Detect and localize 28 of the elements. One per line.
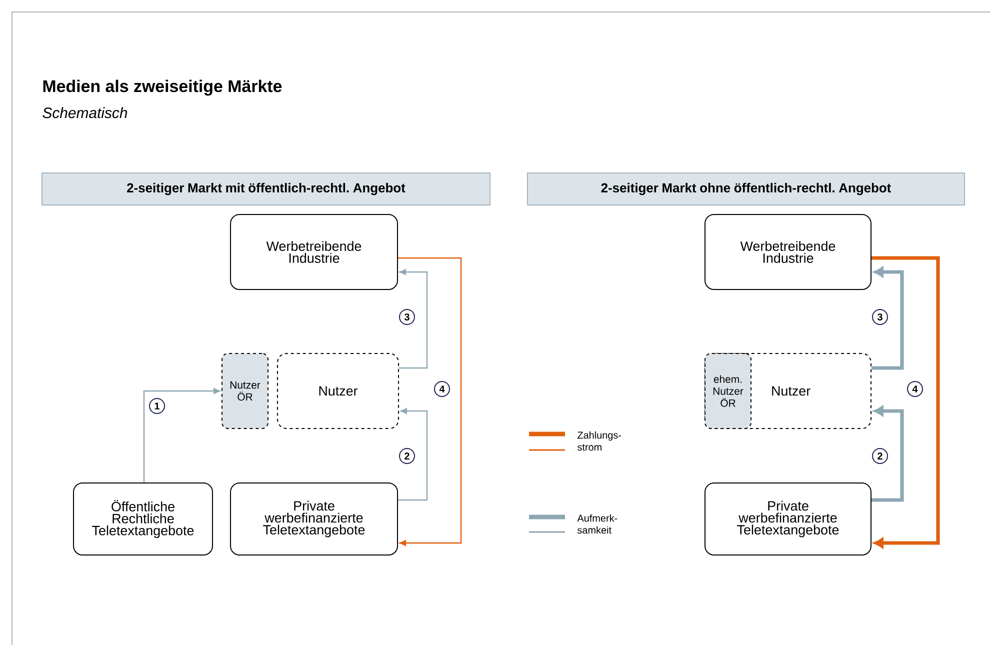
user-group-box: Nutzer ÖR	[222, 353, 268, 429]
section-header: 2-seitiger Markt ohne öffentlich-rechtl. Angebot	[527, 172, 965, 206]
step-number: 3	[872, 309, 888, 325]
step-number: 3	[399, 309, 415, 325]
step-number: 1	[149, 398, 165, 414]
actor-box: Private werbefinanzierte Teletextangebote	[704, 482, 872, 556]
arrow	[399, 269, 428, 369]
step-number: 4	[434, 381, 450, 397]
step-number: 4	[907, 381, 923, 397]
section-header: 2-seitiger Markt mit öffentlich-rechtl. Angebot	[42, 172, 490, 206]
subtitle: Schematisch	[42, 107, 128, 118]
actor-box: Öffentliche Rechtliche Teletextangebote	[73, 482, 213, 556]
step-number: 2	[399, 448, 415, 464]
arrow	[398, 408, 428, 501]
legend-text: Aufmerk- samkeit	[577, 514, 618, 534]
arrow	[872, 256, 940, 548]
actor-box: Werbetreibende Industrie	[230, 214, 398, 290]
actor-box: Private werbefinanzierte Teletextangebote	[230, 482, 398, 556]
legend-text: Zahlungs- strom	[577, 431, 622, 451]
actor-box: Werbetreibende Industrie	[704, 214, 872, 290]
arrow	[872, 266, 904, 370]
user-group-box: Nutzer	[277, 353, 399, 429]
step-number: 2	[872, 448, 888, 464]
user-group-box: ehem. Nutzer ÖR	[704, 353, 752, 429]
arrow	[872, 406, 904, 502]
title: Medien als zweiseitige Märkte	[43, 80, 282, 96]
arrow	[143, 388, 220, 482]
arrow	[398, 257, 462, 546]
